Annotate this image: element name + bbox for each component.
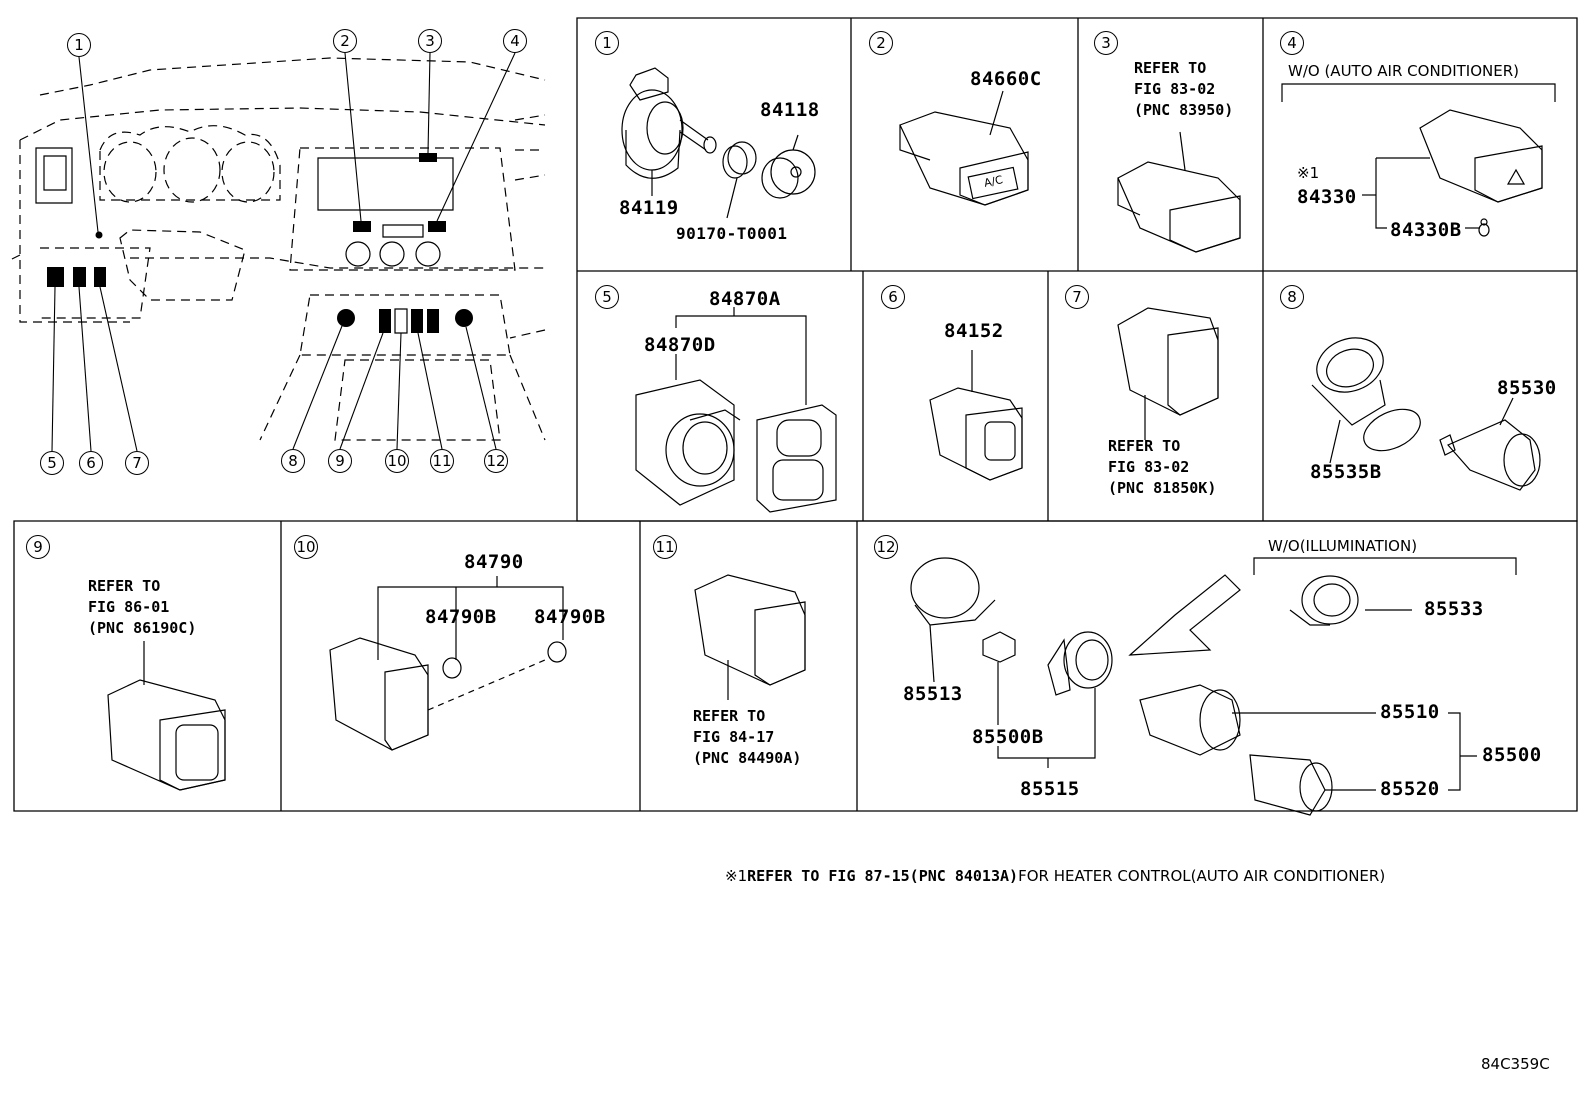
panel-number-1: 1 bbox=[595, 31, 619, 55]
footnote-reference: REFER TO FIG 87-15(PNC 84013A) bbox=[747, 867, 1019, 885]
part-number-84790B-2: 84790B bbox=[534, 606, 606, 628]
part-number-85515: 85515 bbox=[1020, 778, 1080, 800]
panel-number-10: 10 bbox=[294, 535, 318, 559]
caption-panel-12: W/O(ILLUMINATION) bbox=[1268, 537, 1418, 555]
part-number-84660C: 84660C bbox=[970, 68, 1042, 90]
callout-9: 9 bbox=[328, 449, 352, 473]
part-number-85513: 85513 bbox=[903, 683, 963, 705]
part-drawings-6 bbox=[930, 350, 1022, 480]
part-drawings-11 bbox=[695, 575, 805, 700]
part-number-85530: 85530 bbox=[1497, 377, 1557, 399]
part-number-85510: 85510 bbox=[1380, 701, 1440, 723]
callout-3: 3 bbox=[418, 29, 442, 53]
caption-panel-4: W/O (AUTO AIR CONDITIONER) bbox=[1288, 62, 1520, 80]
panel-number-7: 7 bbox=[1065, 285, 1089, 309]
part-number-85533: 85533 bbox=[1424, 598, 1484, 620]
callout-1: 1 bbox=[67, 33, 91, 57]
part-number-84330: 84330 bbox=[1297, 186, 1357, 208]
panel-number-6: 6 bbox=[881, 285, 905, 309]
part-drawings-2 bbox=[900, 91, 1028, 205]
panel-number-12: 12 bbox=[874, 535, 898, 559]
switch-location-marks bbox=[47, 153, 473, 333]
callout-8: 8 bbox=[281, 449, 305, 473]
callout-4: 4 bbox=[503, 29, 527, 53]
panel-number-3: 3 bbox=[1094, 31, 1118, 55]
footnote-text: FOR HEATER CONTROL(AUTO AIR CONDITIONER) bbox=[1018, 867, 1386, 885]
part-number-84790B-1: 84790B bbox=[425, 606, 497, 628]
panel-number-2: 2 bbox=[869, 31, 893, 55]
part-drawings-12 bbox=[911, 558, 1516, 815]
reference-note-panel-3: REFER TO FIG 83-02 (PNC 83950) bbox=[1134, 59, 1234, 119]
part-number-85520: 85520 bbox=[1380, 778, 1440, 800]
footnote-mark-panel-4: ※1 bbox=[1297, 164, 1320, 182]
panel-number-8: 8 bbox=[1280, 285, 1304, 309]
part-drawings-10 bbox=[330, 576, 566, 750]
callout-6: 6 bbox=[79, 451, 103, 475]
part-number-84870A: 84870A bbox=[709, 288, 781, 310]
part-number-84790: 84790 bbox=[464, 551, 524, 573]
callout-11: 11 bbox=[430, 449, 454, 473]
part-drawings-5 bbox=[636, 307, 836, 512]
callout-10: 10 bbox=[385, 449, 409, 473]
part-drawings-4 bbox=[1282, 84, 1555, 236]
callout-7: 7 bbox=[125, 451, 149, 475]
diagram-code: 84C359C bbox=[1481, 1055, 1550, 1073]
footnote: ※1REFER TO FIG 87-15(PNC 84013A)FOR HEAT… bbox=[725, 869, 1385, 884]
part-number-85535B: 85535B bbox=[1310, 461, 1382, 483]
footnote-mark: ※1 bbox=[725, 867, 748, 885]
callout-leaders bbox=[52, 53, 515, 451]
part-drawings-1 bbox=[622, 68, 815, 218]
part-number-84330B: 84330B bbox=[1390, 219, 1462, 241]
reference-note-panel-7: REFER TO FIG 83-02 (PNC 81850K) bbox=[1108, 437, 1217, 497]
part-number-90170-T0001: 90170-T0001 bbox=[676, 224, 788, 243]
part-number-84152: 84152 bbox=[944, 320, 1004, 342]
part-number-84119: 84119 bbox=[619, 197, 679, 219]
callout-12: 12 bbox=[484, 449, 508, 473]
panel-number-11: 11 bbox=[653, 535, 677, 559]
part-drawings-7 bbox=[1118, 308, 1218, 440]
part-drawings-9 bbox=[108, 641, 225, 790]
panel-number-5: 5 bbox=[595, 285, 619, 309]
part-number-84118: 84118 bbox=[760, 99, 820, 121]
lower-panel-frame bbox=[14, 521, 1577, 811]
part-number-84870D: 84870D bbox=[644, 334, 716, 356]
panel-number-9: 9 bbox=[26, 535, 50, 559]
part-drawings-3 bbox=[1118, 132, 1240, 252]
callout-5: 5 bbox=[40, 451, 64, 475]
dashboard-outline bbox=[10, 58, 545, 440]
reference-note-panel-11: REFER TO FIG 84-17 (PNC 84490A) bbox=[693, 707, 802, 767]
callout-2: 2 bbox=[333, 29, 357, 53]
part-number-85500: 85500 bbox=[1482, 744, 1542, 766]
part-number-85500B: 85500B bbox=[972, 726, 1044, 748]
reference-note-panel-9: REFER TO FIG 86-01 (PNC 86190C) bbox=[88, 577, 197, 637]
panel-number-4: 4 bbox=[1280, 31, 1304, 55]
part-drawings-8 bbox=[1309, 329, 1540, 490]
